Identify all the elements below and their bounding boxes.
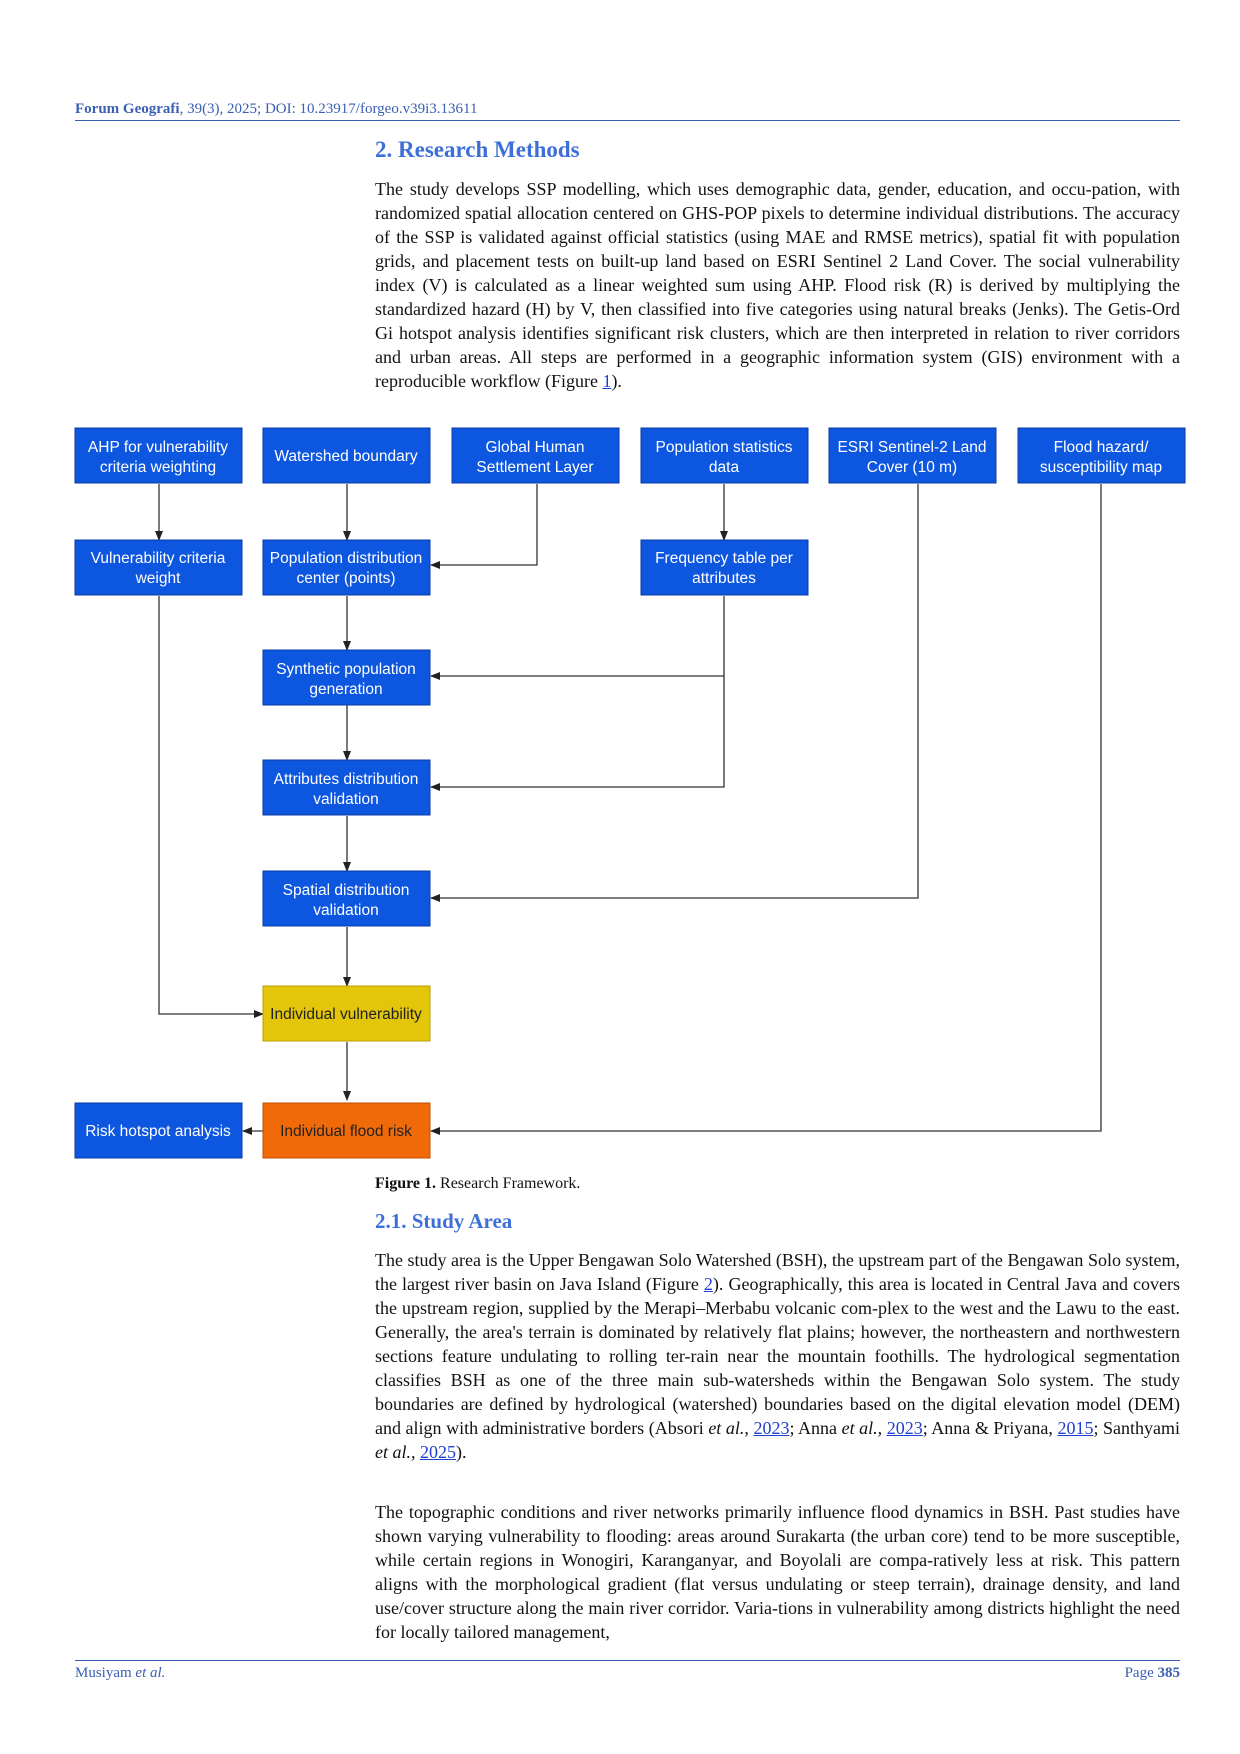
etal-1: et al., xyxy=(708,1418,749,1438)
etal-3: et al., xyxy=(375,1442,416,1462)
box-ahp-line-1: AHP for vulnerability xyxy=(88,439,228,456)
box-popstats-line-1: Population statistics xyxy=(656,439,793,456)
box-vulnerability-criteria-weight: Vulnerability criteria weight xyxy=(74,539,243,596)
subsection-heading: 2.1. Study Area xyxy=(375,1209,513,1233)
methods-text: The study develops SSP modelling, which … xyxy=(375,179,1180,391)
ref-anna-link[interactable]: 2023 xyxy=(886,1418,923,1438)
box-ghsl: Global Human Settlement Layer xyxy=(451,427,620,484)
box-freq-line-1: Frequency table per xyxy=(655,550,793,567)
study-area-text-c: ; Anna xyxy=(789,1418,842,1438)
ref-santhyami-link[interactable]: 2025 xyxy=(420,1442,456,1462)
figure-2-link[interactable]: 2 xyxy=(703,1274,713,1294)
box-individual-vulnerability: Individual vulnerability xyxy=(262,985,431,1042)
box-flood-line-1: Flood hazard/ xyxy=(1054,439,1149,456)
footer-authors: Musiyam et al. xyxy=(75,1665,165,1682)
page-number: 385 xyxy=(1157,1665,1181,1681)
box-esri-line-1: ESRI Sentinel-2 Land xyxy=(837,439,986,456)
journal-name: Forum Geografi xyxy=(75,101,180,117)
box-watershed-line-1: Watershed boundary xyxy=(274,448,418,465)
box-individual-flood-risk: Individual flood risk xyxy=(262,1102,431,1159)
research-framework-diagram: AHP for vulnerability criteria weighting… xyxy=(74,427,1186,1159)
box-flood-line-2: susceptibility map xyxy=(1040,459,1162,476)
study-area-text-e: ; Santhyami xyxy=(1093,1418,1181,1438)
study-area-text-d: ; Anna & Priyana, xyxy=(922,1418,1058,1438)
connectors xyxy=(155,484,1102,1135)
box-attrval-line-2: validation xyxy=(313,791,379,808)
page-label: Page xyxy=(1124,1665,1158,1681)
ref-anna-priyana-link[interactable]: 2015 xyxy=(1057,1418,1094,1438)
box-ahp: AHP for vulnerability criteria weighting xyxy=(74,427,243,484)
section-heading: 2. Research Methods xyxy=(375,137,580,162)
box-attrval-line-1: Attributes distribution xyxy=(274,771,419,788)
study-area-paragraph-2: The topographic conditions and river net… xyxy=(375,1502,1180,1642)
study-area-text-a: The study area is the Upper Bengawan Sol… xyxy=(375,1250,1180,1294)
box-ahp-line-2: criteria weighting xyxy=(100,459,216,476)
box-freq-line-2: attributes xyxy=(692,570,756,587)
box-ghsl-line-2: Settlement Layer xyxy=(476,459,593,476)
footer-etal: et al. xyxy=(135,1665,166,1681)
study-area-text-f: ). xyxy=(456,1442,467,1462)
box-risk-hotspot-analysis: Risk hotspot analysis xyxy=(74,1102,243,1159)
box-popcenter-line-1: Population distribution xyxy=(270,550,423,567)
footer-author-name: Musiyam xyxy=(75,1665,136,1681)
box-indvuln-line-1: Individual vulnerability xyxy=(270,1006,422,1023)
box-esri-land-cover: ESRI Sentinel-2 Land Cover (10 m) xyxy=(828,427,997,484)
citation-info: , 39(3), 2025; DOI: 10.23917/forgeo.v39i… xyxy=(179,101,478,117)
running-footer: Musiyam et al. Page 385 xyxy=(75,1660,1180,1681)
box-floodrisk-line-1: Individual flood risk xyxy=(280,1123,412,1140)
box-synth-line-2: generation xyxy=(309,681,382,698)
box-ghsl-line-1: Global Human xyxy=(485,439,584,456)
box-spatval-line-1: Spatial distribution xyxy=(283,882,410,899)
box-population-statistics: Population statistics data xyxy=(640,427,809,484)
ref-absori-link[interactable]: 2023 xyxy=(753,1418,790,1438)
box-spatval-line-2: validation xyxy=(313,902,379,919)
box-hotspot-line-1: Risk hotspot analysis xyxy=(85,1123,231,1140)
caption-text: Research Framework. xyxy=(436,1175,581,1192)
box-synth-line-1: Synthetic population xyxy=(276,661,416,678)
methods-text-end: ). xyxy=(611,371,622,391)
box-population-distribution-center: Population distribution center (points) xyxy=(262,539,431,596)
box-attributes-validation: Attributes distribution validation xyxy=(262,759,431,816)
footer-page: Page 385 xyxy=(1125,1665,1180,1682)
box-esri-line-2: Cover (10 m) xyxy=(867,459,957,476)
box-vulnweight-line-1: Vulnerability criteria xyxy=(91,550,226,567)
box-spatial-validation: Spatial distribution validation xyxy=(262,870,431,927)
study-area-text-b: ). Geographically, this area is located … xyxy=(375,1274,1180,1438)
etal-2: et al., xyxy=(841,1418,883,1438)
running-header: Forum Geografi, 39(3), 2025; DOI: 10.239… xyxy=(75,101,1180,121)
box-watershed-boundary: Watershed boundary xyxy=(262,427,431,484)
study-area-paragraph-1: The study area is the Upper Bengawan Sol… xyxy=(375,1248,1180,1464)
caption-label: Figure 1. xyxy=(375,1175,437,1192)
figure-1-link[interactable]: 1 xyxy=(602,371,612,391)
box-frequency-table: Frequency table per attributes xyxy=(640,539,809,596)
box-popcenter-line-2: center (points) xyxy=(296,570,395,587)
figure-caption: Figure 1. Research Framework. xyxy=(375,1175,580,1193)
box-synthetic-population: Synthetic population generation xyxy=(262,649,431,706)
box-popstats-line-2: data xyxy=(709,459,740,476)
box-flood-hazard: Flood hazard/ susceptibility map xyxy=(1017,427,1186,484)
methods-paragraph: The study develops SSP modelling, which … xyxy=(375,177,1180,393)
box-vulnweight-line-2: weight xyxy=(135,570,181,587)
